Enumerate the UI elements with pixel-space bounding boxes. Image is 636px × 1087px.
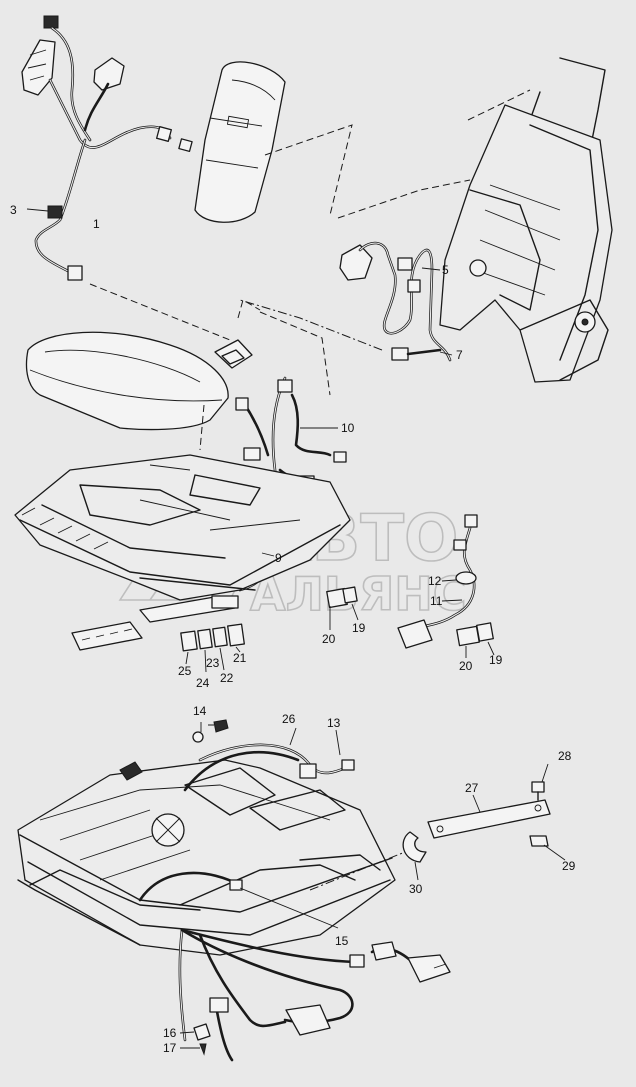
callout-26: 26 [282,712,296,726]
side-plug-assembly [370,941,451,983]
seat-back-guide-lines [264,124,353,216]
seat-pan-frame [14,454,351,623]
callout-1: 1 [93,217,100,231]
heater-element-connector [339,244,373,281]
seat-bracket-assembly [402,763,566,881]
callout-3: 3 [10,203,17,217]
connector-5a [397,257,413,271]
seat-back-seams [205,79,276,169]
leader-15 [239,887,339,929]
callout-27: 27 [465,781,479,795]
switch-knob-22 [212,626,228,648]
connector-13 [341,759,355,771]
callout-25: 25 [178,664,192,678]
connector-11-mid [453,539,467,551]
connector-7 [391,347,409,361]
callout-19-left: 19 [352,621,366,635]
switch-knob-25 [180,630,198,652]
seat-cushion-pad [25,331,229,431]
bracket-27 [427,799,551,839]
callout-16: 16 [163,1026,177,1040]
track-motor [211,595,239,609]
clip-3 [47,205,63,219]
callout-20-right: 20 [459,659,473,673]
bolt-28 [531,781,545,793]
bolt-14 [192,731,204,743]
seat-cushion [25,283,231,451]
seat-back-pad [194,61,286,223]
switch-knob-19-left [342,586,358,604]
callout-10: 10 [341,421,355,435]
callout-labels: 1 3 5 7 9 10 11 12 13 14 15 16 17 19 19 … [10,203,576,1055]
callout-21: 21 [233,651,247,665]
clip-16 [193,1023,211,1041]
callout-28: 28 [558,749,572,763]
seat-switch-assembly [71,586,359,673]
connector-26 [299,763,317,779]
connector-bottom [285,1004,331,1036]
callout-22: 22 [220,671,234,685]
frame-pivot-left [469,259,487,277]
callout-7: 7 [456,348,463,362]
callout-19-right: 19 [489,653,503,667]
base-wiring-harness [138,719,365,1062]
connector-10e [333,451,347,463]
callout-14: 14 [193,704,207,718]
switch-knob-21 [227,623,245,647]
connector-5b [407,279,421,293]
seat-back-harness [21,15,193,281]
harness-plug-b [178,138,193,153]
seat-back-label [226,115,250,129]
connector-10c [243,447,261,461]
callout-5: 5 [442,263,449,277]
harness-end-connector [67,265,83,281]
connector-11-top [464,514,478,528]
seat-back-cushion [194,61,353,223]
top-connector [43,15,59,29]
grommet-12 [455,571,477,585]
switch-housing-11 [397,619,433,649]
screw-17 [199,1043,207,1056]
lumbar-motor [21,39,56,96]
callout-11: 11 [430,594,443,608]
callout-24: 24 [196,676,210,690]
leader-9 [261,552,275,557]
connector-bottom-right [349,954,365,968]
leader-19-left [351,603,359,621]
leader-3 [26,208,49,212]
switch-knob-20-right [456,625,480,647]
switch-knob-23 [197,628,213,650]
seat-adjuster-base [17,759,406,956]
side-switch-harness [397,514,495,658]
connector-10b [235,397,249,411]
callout-15: 15 [335,934,349,948]
callout-29: 29 [562,859,576,873]
connector-15 [229,879,243,891]
callout-23: 23 [206,656,220,670]
clip-30 [402,831,427,863]
switch-knob-19-right [476,622,494,642]
seat-back-heater-harness [239,241,453,362]
seat-back-frame [337,57,613,383]
watermark-line2: АЛЬЯНС [250,567,467,621]
connector-bottom-left [209,997,229,1013]
lumbar-motor-ribs [27,49,47,81]
switch-connector-block [93,57,125,91]
harness-plug-a [156,126,172,142]
callout-30: 30 [409,882,423,896]
callout-17: 17 [163,1041,177,1055]
connector-10a [277,379,293,393]
callout-12: 12 [428,574,442,588]
nut-14 [213,719,229,733]
callout-13: 13 [327,716,341,730]
callout-20-left: 20 [322,632,336,646]
nut-29 [529,835,549,847]
callout-9: 9 [275,551,282,565]
switch-bezel [71,621,143,651]
